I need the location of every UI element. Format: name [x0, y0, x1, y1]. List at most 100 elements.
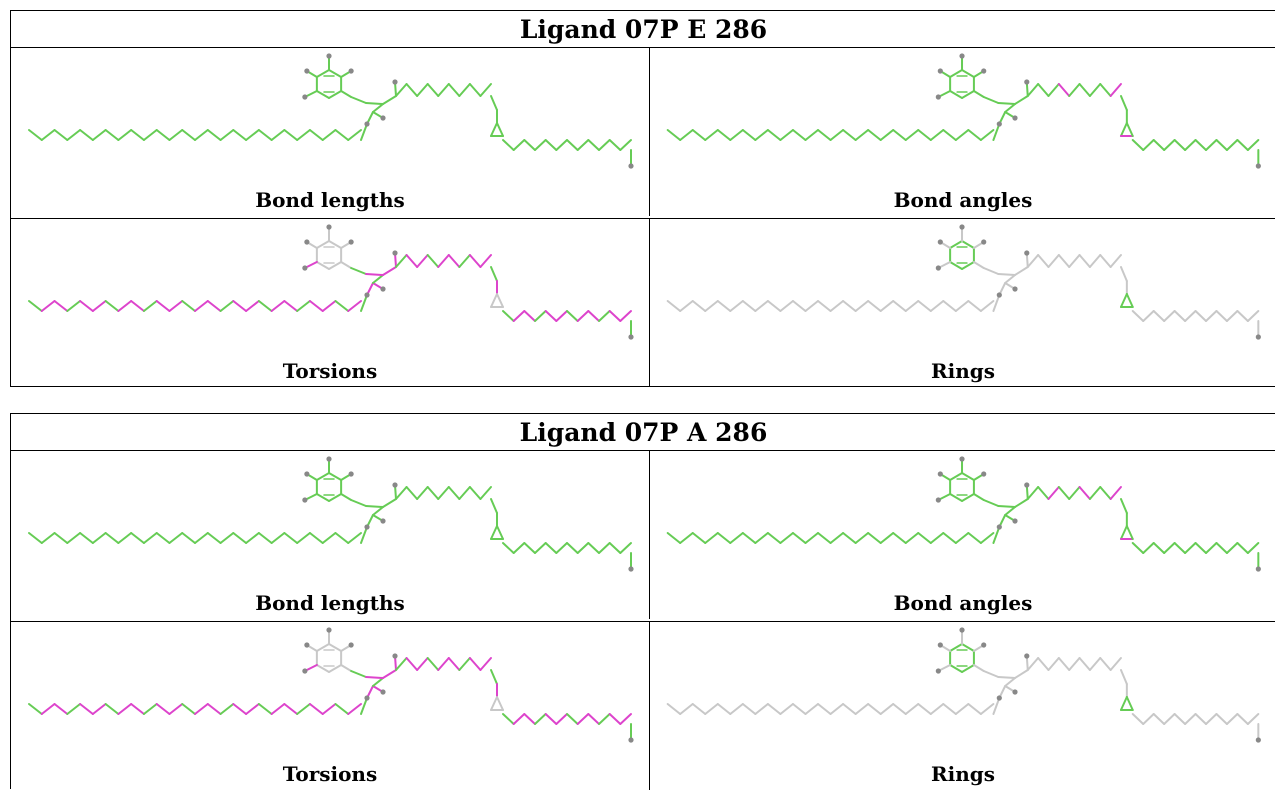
bond-line [308, 300, 324, 312]
bond-line [130, 532, 145, 544]
bond-line [168, 129, 184, 141]
bond-line [340, 261, 353, 269]
bond-line [741, 703, 757, 715]
bond-line [766, 703, 782, 715]
bond-line [1047, 254, 1060, 268]
bond-line [704, 129, 719, 141]
bond-line [791, 703, 807, 715]
bond-line [270, 703, 286, 715]
bond-line [365, 273, 384, 276]
bond-line [1236, 713, 1249, 725]
bond-line [544, 139, 558, 151]
bond-line [1236, 542, 1249, 554]
bond-line [315, 69, 330, 78]
bond-line [350, 499, 367, 507]
bond-line [328, 472, 343, 481]
bond-line [961, 472, 975, 481]
atom-dot [628, 163, 634, 169]
bond-line [40, 300, 56, 312]
bond-line [315, 664, 330, 673]
bond-line [666, 129, 682, 141]
atom-dot [392, 250, 398, 256]
bond-line [1014, 95, 1029, 105]
bond-line [104, 300, 120, 312]
bond-line [502, 139, 515, 151]
bond-line [168, 703, 184, 715]
bond-line [405, 83, 419, 97]
bond-line [315, 472, 330, 481]
bond-line [1014, 498, 1029, 508]
bond-line [1215, 310, 1228, 322]
atom-dot [326, 53, 332, 59]
atom-dot [959, 53, 965, 59]
bond-line [929, 129, 945, 141]
bond-line [334, 129, 350, 141]
bond-line [779, 532, 794, 544]
atom-dot [364, 524, 370, 530]
bond-line [426, 657, 440, 671]
bond-line [1037, 83, 1050, 97]
bond-line [997, 505, 1017, 508]
bond-line [997, 676, 1017, 679]
bond-line [949, 643, 964, 652]
molecule-diagram [28, 456, 634, 572]
bond-line [496, 696, 504, 711]
bond-line [1152, 542, 1166, 554]
bond-line [1205, 713, 1218, 725]
bond-line [219, 703, 235, 715]
bond-line [28, 532, 43, 544]
bond-line [1119, 669, 1128, 685]
bond-line [181, 703, 196, 715]
bond-line [155, 532, 171, 544]
bond-line [130, 703, 145, 715]
bond-line [468, 83, 482, 97]
bond-line [91, 532, 107, 544]
bond-line [360, 697, 368, 715]
bond-line [479, 657, 492, 671]
bond-line [321, 703, 337, 715]
bond-line [904, 300, 920, 312]
bond-line [496, 122, 504, 137]
bond-line [817, 703, 832, 715]
bond-line [1215, 713, 1228, 725]
bond-line [490, 122, 498, 137]
bond-line [1109, 486, 1122, 500]
atom-dot [1255, 334, 1261, 340]
bond-line [679, 300, 694, 312]
bond-line [490, 498, 498, 514]
bond-line [1246, 139, 1260, 151]
bond-line [360, 294, 368, 312]
bond-line [117, 532, 133, 544]
bond-line [315, 493, 330, 502]
bond-line [350, 267, 367, 275]
bond-line [181, 129, 196, 141]
bond-line [496, 525, 504, 540]
bond-line [206, 532, 222, 544]
bond-line [257, 300, 273, 312]
bond-line [587, 310, 600, 322]
bond-line [566, 542, 579, 554]
atom-dot [1255, 737, 1261, 743]
bond-line [1088, 486, 1102, 500]
bond-line [91, 703, 107, 715]
bond-line [1037, 254, 1050, 268]
panel-bond-lengths: Bond lengths [11, 48, 650, 216]
bond-line [555, 713, 568, 725]
bond-line [904, 129, 920, 141]
bond-line [1184, 713, 1197, 725]
atom-dot [304, 239, 310, 245]
bond-line [53, 129, 69, 141]
bond-line [315, 261, 330, 270]
bond-line [1004, 506, 1017, 516]
bond-line [608, 310, 622, 322]
bond-line [360, 123, 368, 141]
bond-line [340, 664, 353, 672]
bond-line [666, 300, 682, 312]
atom-dot [302, 668, 308, 674]
panel-label: Torsions [282, 762, 378, 786]
atom-dot [304, 642, 310, 648]
bond-line [961, 664, 975, 673]
bond-line [321, 129, 337, 141]
bond-line [972, 261, 985, 269]
bond-line [619, 139, 632, 151]
